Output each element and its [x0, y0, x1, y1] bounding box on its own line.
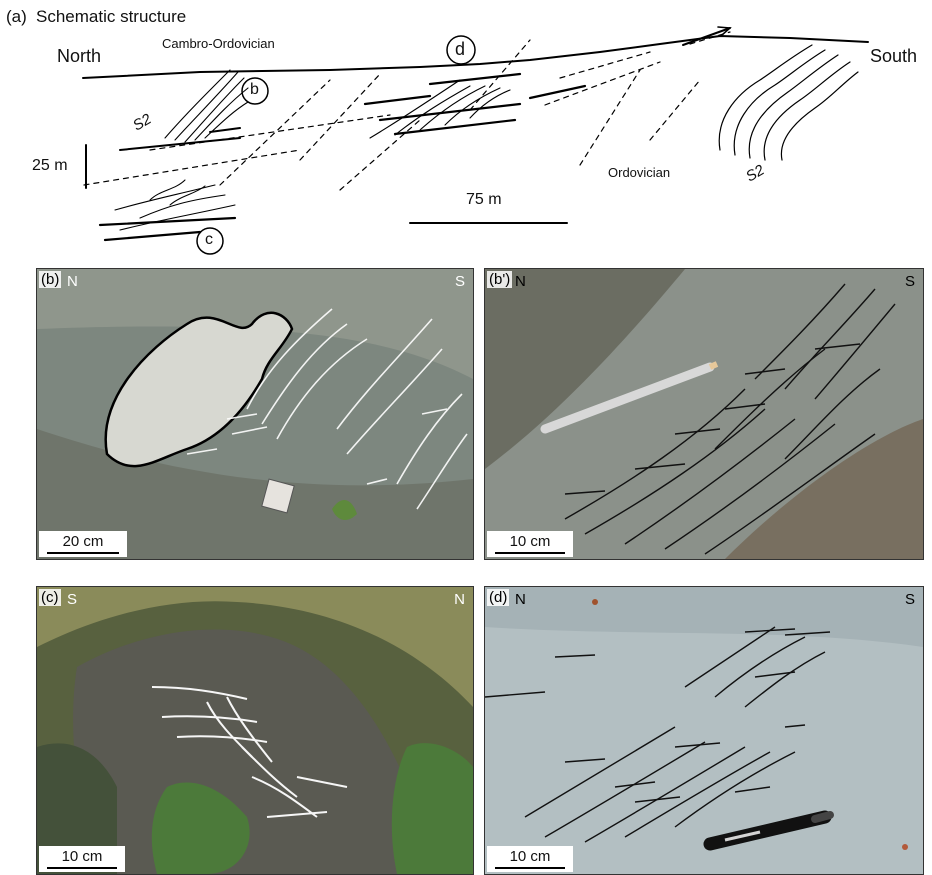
orientation-south: S — [67, 591, 77, 608]
scale-bar-b-label: 20 cm — [63, 533, 104, 550]
photo-panel-d: (d) N S 10 cm — [484, 586, 924, 875]
scale-bar-d: 10 cm — [487, 846, 573, 872]
orientation-north: N — [454, 591, 465, 608]
scale-bar-b-prime: 10 cm — [487, 531, 573, 557]
panel-d-letter: (d) — [487, 589, 509, 606]
orientation-north: N — [515, 591, 526, 608]
marker-b-circle — [242, 78, 268, 104]
orientation-south: S — [905, 591, 915, 608]
scale-bar-c-label: 10 cm — [62, 848, 103, 865]
photo-panel-b-left: (b) N S 20 cm — [36, 268, 474, 560]
panel-c-letter: (c) — [39, 589, 61, 606]
panel-b-letter: (b) — [39, 271, 61, 288]
photo-d-drawing — [485, 587, 923, 874]
photo-panel-b-prime: (b') N S 10 cm — [484, 268, 924, 560]
photo-b-left-drawing — [37, 269, 473, 559]
photo-panel-c: (c) S N 10 cm — [36, 586, 474, 875]
photo-b-prime-drawing — [485, 269, 923, 559]
schematic-diagram — [0, 0, 932, 262]
photo-c-drawing — [37, 587, 473, 874]
scale-bar-d-label: 10 cm — [510, 848, 551, 865]
scale-bar-c: 10 cm — [39, 846, 125, 872]
orientation-south: S — [905, 273, 915, 290]
scale-bar-b: 20 cm — [39, 531, 127, 557]
panel-b-prime-letter: (b') — [487, 271, 512, 288]
orientation-north: N — [515, 273, 526, 290]
topography-line — [83, 36, 868, 78]
orientation-south: S — [455, 273, 465, 290]
orientation-north: N — [67, 273, 78, 290]
scale-bar-b-prime-label: 10 cm — [510, 533, 551, 550]
marker-d-circle — [447, 36, 475, 64]
